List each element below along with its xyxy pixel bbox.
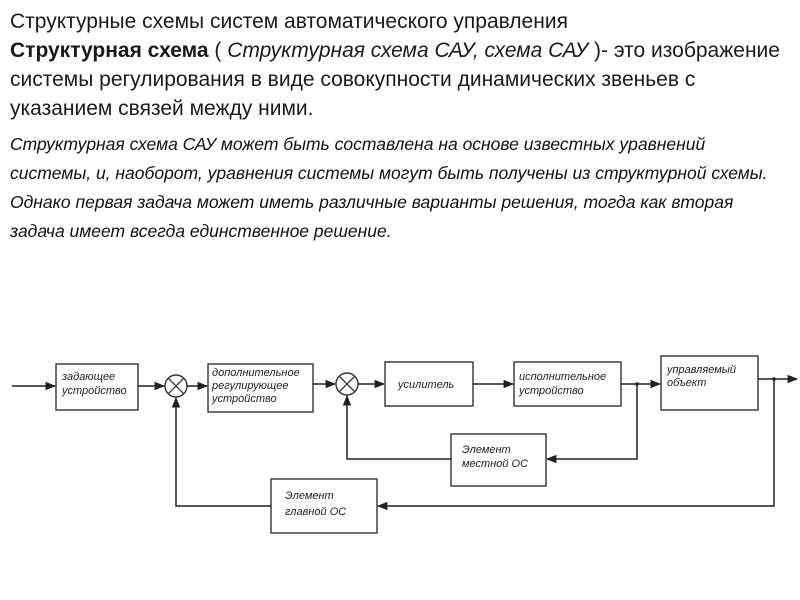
block-setpoint-device-label-line-1: задающее (61, 371, 115, 383)
block-main-feedback: Элемент главной ОС (270, 478, 378, 534)
block-setpoint-device: задающее устройство (55, 363, 139, 411)
block-extra-regulator-label-line-2: регулирующее (211, 380, 288, 392)
definition-text: Структурная схема ( Структурная схема СА… (10, 36, 795, 123)
block-main-feedback-label-line-1: Элемент (285, 490, 334, 502)
definition-open: ( (208, 39, 228, 62)
wire-local-fb-out (342, 394, 451, 460)
definition-alt-names: Структурная схема САУ, схема САУ (227, 39, 589, 62)
summing-junction-1 (164, 374, 188, 398)
block-extra-regulator-label-line-1: дополнительное (212, 367, 300, 379)
block-local-feedback: Элемент местной ОС (450, 433, 547, 487)
block-amplifier-label-line-1: усилитель (397, 379, 455, 391)
block-plant-label-line-1: управляемый (666, 364, 736, 376)
wire-main-fb-in (376, 379, 775, 511)
description-paragraph: Структурная схема САУ может быть составл… (10, 134, 768, 241)
block-setpoint-device-label-line-2: устройство (61, 385, 127, 397)
block-actuator-label-line-1: исполнительное (519, 371, 606, 383)
wire-main-fb-out (171, 396, 271, 507)
definition-body: )- это изображение системы регулирования… (10, 39, 780, 120)
branch-point-local (635, 382, 639, 386)
wire-local-fb-in (545, 384, 638, 464)
block-local-feedback-label-line-2: местной ОС (462, 458, 528, 470)
definition-term: Структурная схема (10, 39, 209, 62)
block-main-feedback-label-line-2: главной ОС (285, 506, 346, 518)
block-plant-label-line-2: объект (667, 377, 706, 389)
block-local-feedback-label-line-1: Элемент (462, 444, 511, 456)
summing-junction-2 (335, 372, 359, 396)
block-actuator: исполнительное устройство (513, 361, 622, 407)
block-extra-regulator-label-line-3: устройство (211, 393, 277, 405)
block-actuator-label-line-2: устройство (518, 385, 584, 397)
branch-point-main (772, 377, 776, 381)
block-amplifier: усилитель (384, 361, 474, 407)
page-title: Структурные схемы систем автоматического… (10, 10, 568, 33)
